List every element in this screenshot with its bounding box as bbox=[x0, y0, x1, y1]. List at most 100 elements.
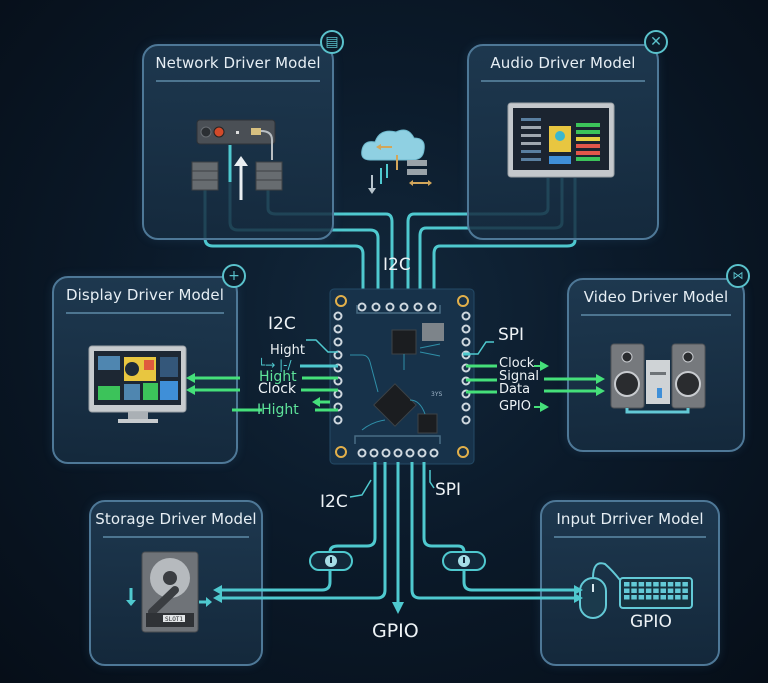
trace-network-1 bbox=[203, 180, 365, 298]
pin-pad bbox=[461, 324, 471, 334]
audio-panel-title: Audio Driver Model bbox=[490, 54, 636, 72]
keyboard-key bbox=[631, 595, 637, 600]
signal-arrowheads bbox=[186, 361, 605, 412]
input-gpio-label: GPIO bbox=[630, 612, 672, 632]
cloud-icon bbox=[361, 129, 432, 194]
connector-right-icon bbox=[442, 551, 486, 571]
svg-text:3YS: 3YS bbox=[431, 391, 442, 398]
right-signal-label: Signal bbox=[499, 369, 539, 384]
network-adapter-icon bbox=[196, 119, 276, 160]
network-panel-title: Network Driver Model bbox=[155, 54, 321, 72]
mounting-hole bbox=[457, 295, 469, 307]
left-hight2-label: Hight bbox=[259, 369, 297, 385]
down-arrow-icon bbox=[126, 588, 136, 606]
right-arrow-icon bbox=[199, 597, 212, 607]
divider bbox=[481, 80, 645, 82]
right-data-label: Data bbox=[499, 382, 531, 397]
bottom-gpio-label: GPIO bbox=[372, 620, 419, 642]
divider bbox=[103, 536, 249, 538]
keyboard-key bbox=[667, 582, 674, 587]
pin-pad bbox=[333, 415, 343, 425]
pin-pad bbox=[461, 311, 471, 321]
pin-pad bbox=[393, 448, 403, 458]
pin-pad bbox=[413, 302, 423, 312]
speakers-icon bbox=[610, 343, 706, 414]
keyboard-key bbox=[675, 588, 681, 593]
keyboard-key bbox=[660, 595, 666, 600]
left-hight-label: Hight bbox=[270, 343, 305, 358]
keyboard-key bbox=[638, 588, 645, 593]
mounting-hole bbox=[457, 446, 469, 458]
divider bbox=[554, 536, 706, 538]
display-panel-title: Display Driver Model bbox=[65, 286, 225, 304]
pin-pad bbox=[333, 337, 343, 347]
pin-pad bbox=[399, 302, 409, 312]
keyboard-key bbox=[645, 595, 652, 600]
keyboard-key bbox=[624, 588, 630, 593]
keyboard-key bbox=[682, 582, 688, 587]
mounting-hole bbox=[335, 446, 347, 458]
pin-pad bbox=[333, 311, 343, 321]
bottom-spi-label: SPI bbox=[435, 480, 462, 500]
keyboard-key bbox=[675, 595, 681, 600]
keyboard-key bbox=[660, 588, 666, 593]
trace-audio-3 bbox=[432, 178, 577, 298]
plus-icon[interactable]: + bbox=[222, 264, 246, 288]
pin-pad bbox=[381, 448, 391, 458]
divider bbox=[581, 314, 731, 316]
right-clock-label: Clock bbox=[499, 356, 535, 371]
keyboard-key bbox=[653, 582, 659, 587]
keyboard-key bbox=[638, 582, 645, 587]
pin-pad bbox=[405, 448, 415, 458]
keyboard-key bbox=[624, 582, 630, 587]
keyboard-key bbox=[645, 588, 652, 593]
pin-pad bbox=[417, 448, 427, 458]
left-clock-label: Clock bbox=[258, 381, 297, 397]
mounting-hole bbox=[335, 295, 347, 307]
bottom-i2c-label: I2C bbox=[320, 492, 348, 512]
network-driver-panel[interactable]: Network Driver Model bbox=[142, 44, 334, 240]
connector-left-icon bbox=[309, 551, 353, 571]
pin-pad bbox=[371, 302, 381, 312]
divider bbox=[156, 80, 320, 82]
storage-panel-title: Storage Driver Model bbox=[95, 510, 257, 528]
keyboard-key bbox=[638, 595, 645, 600]
upload-arrow-icon bbox=[234, 156, 248, 200]
keyboard-key bbox=[645, 582, 652, 587]
keyboard-key bbox=[667, 588, 674, 593]
pin-pad bbox=[461, 337, 471, 347]
pin-pad bbox=[357, 448, 367, 458]
pin-pad bbox=[461, 415, 471, 425]
video-panel-title: Video Driver Model bbox=[583, 288, 729, 306]
close-icon[interactable]: ✕ bbox=[644, 30, 668, 54]
server-rack-icon-left bbox=[191, 161, 219, 191]
gpio-arrowhead bbox=[392, 602, 404, 614]
keyboard-key bbox=[653, 588, 659, 593]
keyboard-key bbox=[653, 595, 659, 600]
pin-pad bbox=[429, 448, 439, 458]
keyboard-icon bbox=[619, 577, 693, 609]
keyboard-key bbox=[682, 595, 688, 600]
left-i2c-label: I2C bbox=[268, 314, 296, 334]
right-spi-label: SPI bbox=[498, 325, 525, 345]
router-icon[interactable]: ▤ bbox=[320, 30, 344, 54]
pin-pad bbox=[333, 389, 343, 399]
right-gpio-label: GPIO bbox=[499, 399, 531, 414]
left-stub-label: └→ |-/ bbox=[258, 358, 292, 372]
svg-text:SLOT1: SLOT1 bbox=[165, 616, 183, 623]
pin-pad bbox=[369, 448, 379, 458]
top-i2c-label: I2C bbox=[383, 255, 411, 275]
monitor-icon-display bbox=[88, 345, 187, 423]
keyboard-key bbox=[682, 588, 688, 593]
divider bbox=[66, 312, 224, 314]
keyboard-key bbox=[631, 582, 637, 587]
circuit-board: 3YS bbox=[329, 288, 475, 465]
input-panel-title: Input Drriver Model bbox=[556, 510, 704, 528]
bowtie-icon[interactable]: ⋈ bbox=[726, 264, 750, 288]
audio-driver-panel[interactable]: Audio Driver Model bbox=[467, 44, 659, 240]
pin-pad bbox=[461, 402, 471, 412]
pin-pad bbox=[333, 324, 343, 334]
keyboard-key bbox=[631, 588, 637, 593]
keyboard-key bbox=[675, 582, 681, 587]
